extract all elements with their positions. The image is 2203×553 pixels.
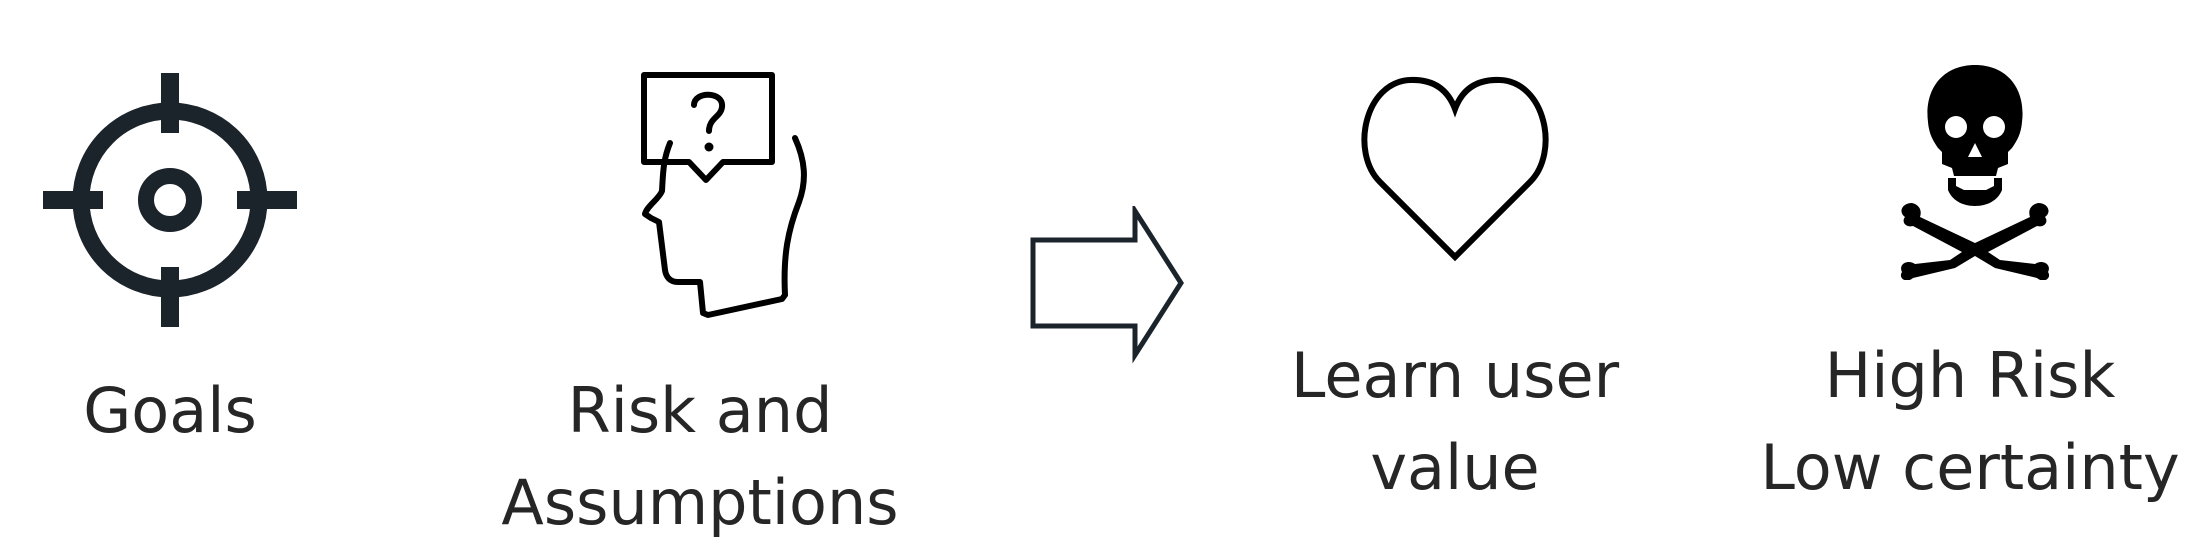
high-risk-label: High Risk Low certainty — [1745, 330, 2195, 514]
head-question-icon — [641, 72, 807, 318]
right-arrow-icon — [1030, 206, 1184, 364]
heart-icon — [1361, 76, 1549, 262]
risk-and-assumptions-label: Risk and Assumptions — [470, 365, 930, 549]
crosshair-target-icon — [43, 73, 297, 327]
risk-and-assumptions-label-line-1: Risk and — [567, 374, 833, 447]
learn-user-value-label-line-1: Learn user — [1290, 339, 1620, 412]
skull-crossbones-icon — [1901, 65, 2049, 280]
learn-user-value-label-line-2: value — [1370, 431, 1540, 504]
goals-label: Goals — [40, 365, 300, 457]
high-risk-label-line-1: High Risk — [1824, 339, 2116, 412]
high-risk-label-line-2: Low certainty — [1760, 431, 2180, 504]
learn-user-value-label: Learn user value — [1205, 330, 1705, 514]
goals-label-line-1: Goals — [83, 374, 257, 447]
risk-and-assumptions-label-line-2: Assumptions — [501, 466, 899, 539]
